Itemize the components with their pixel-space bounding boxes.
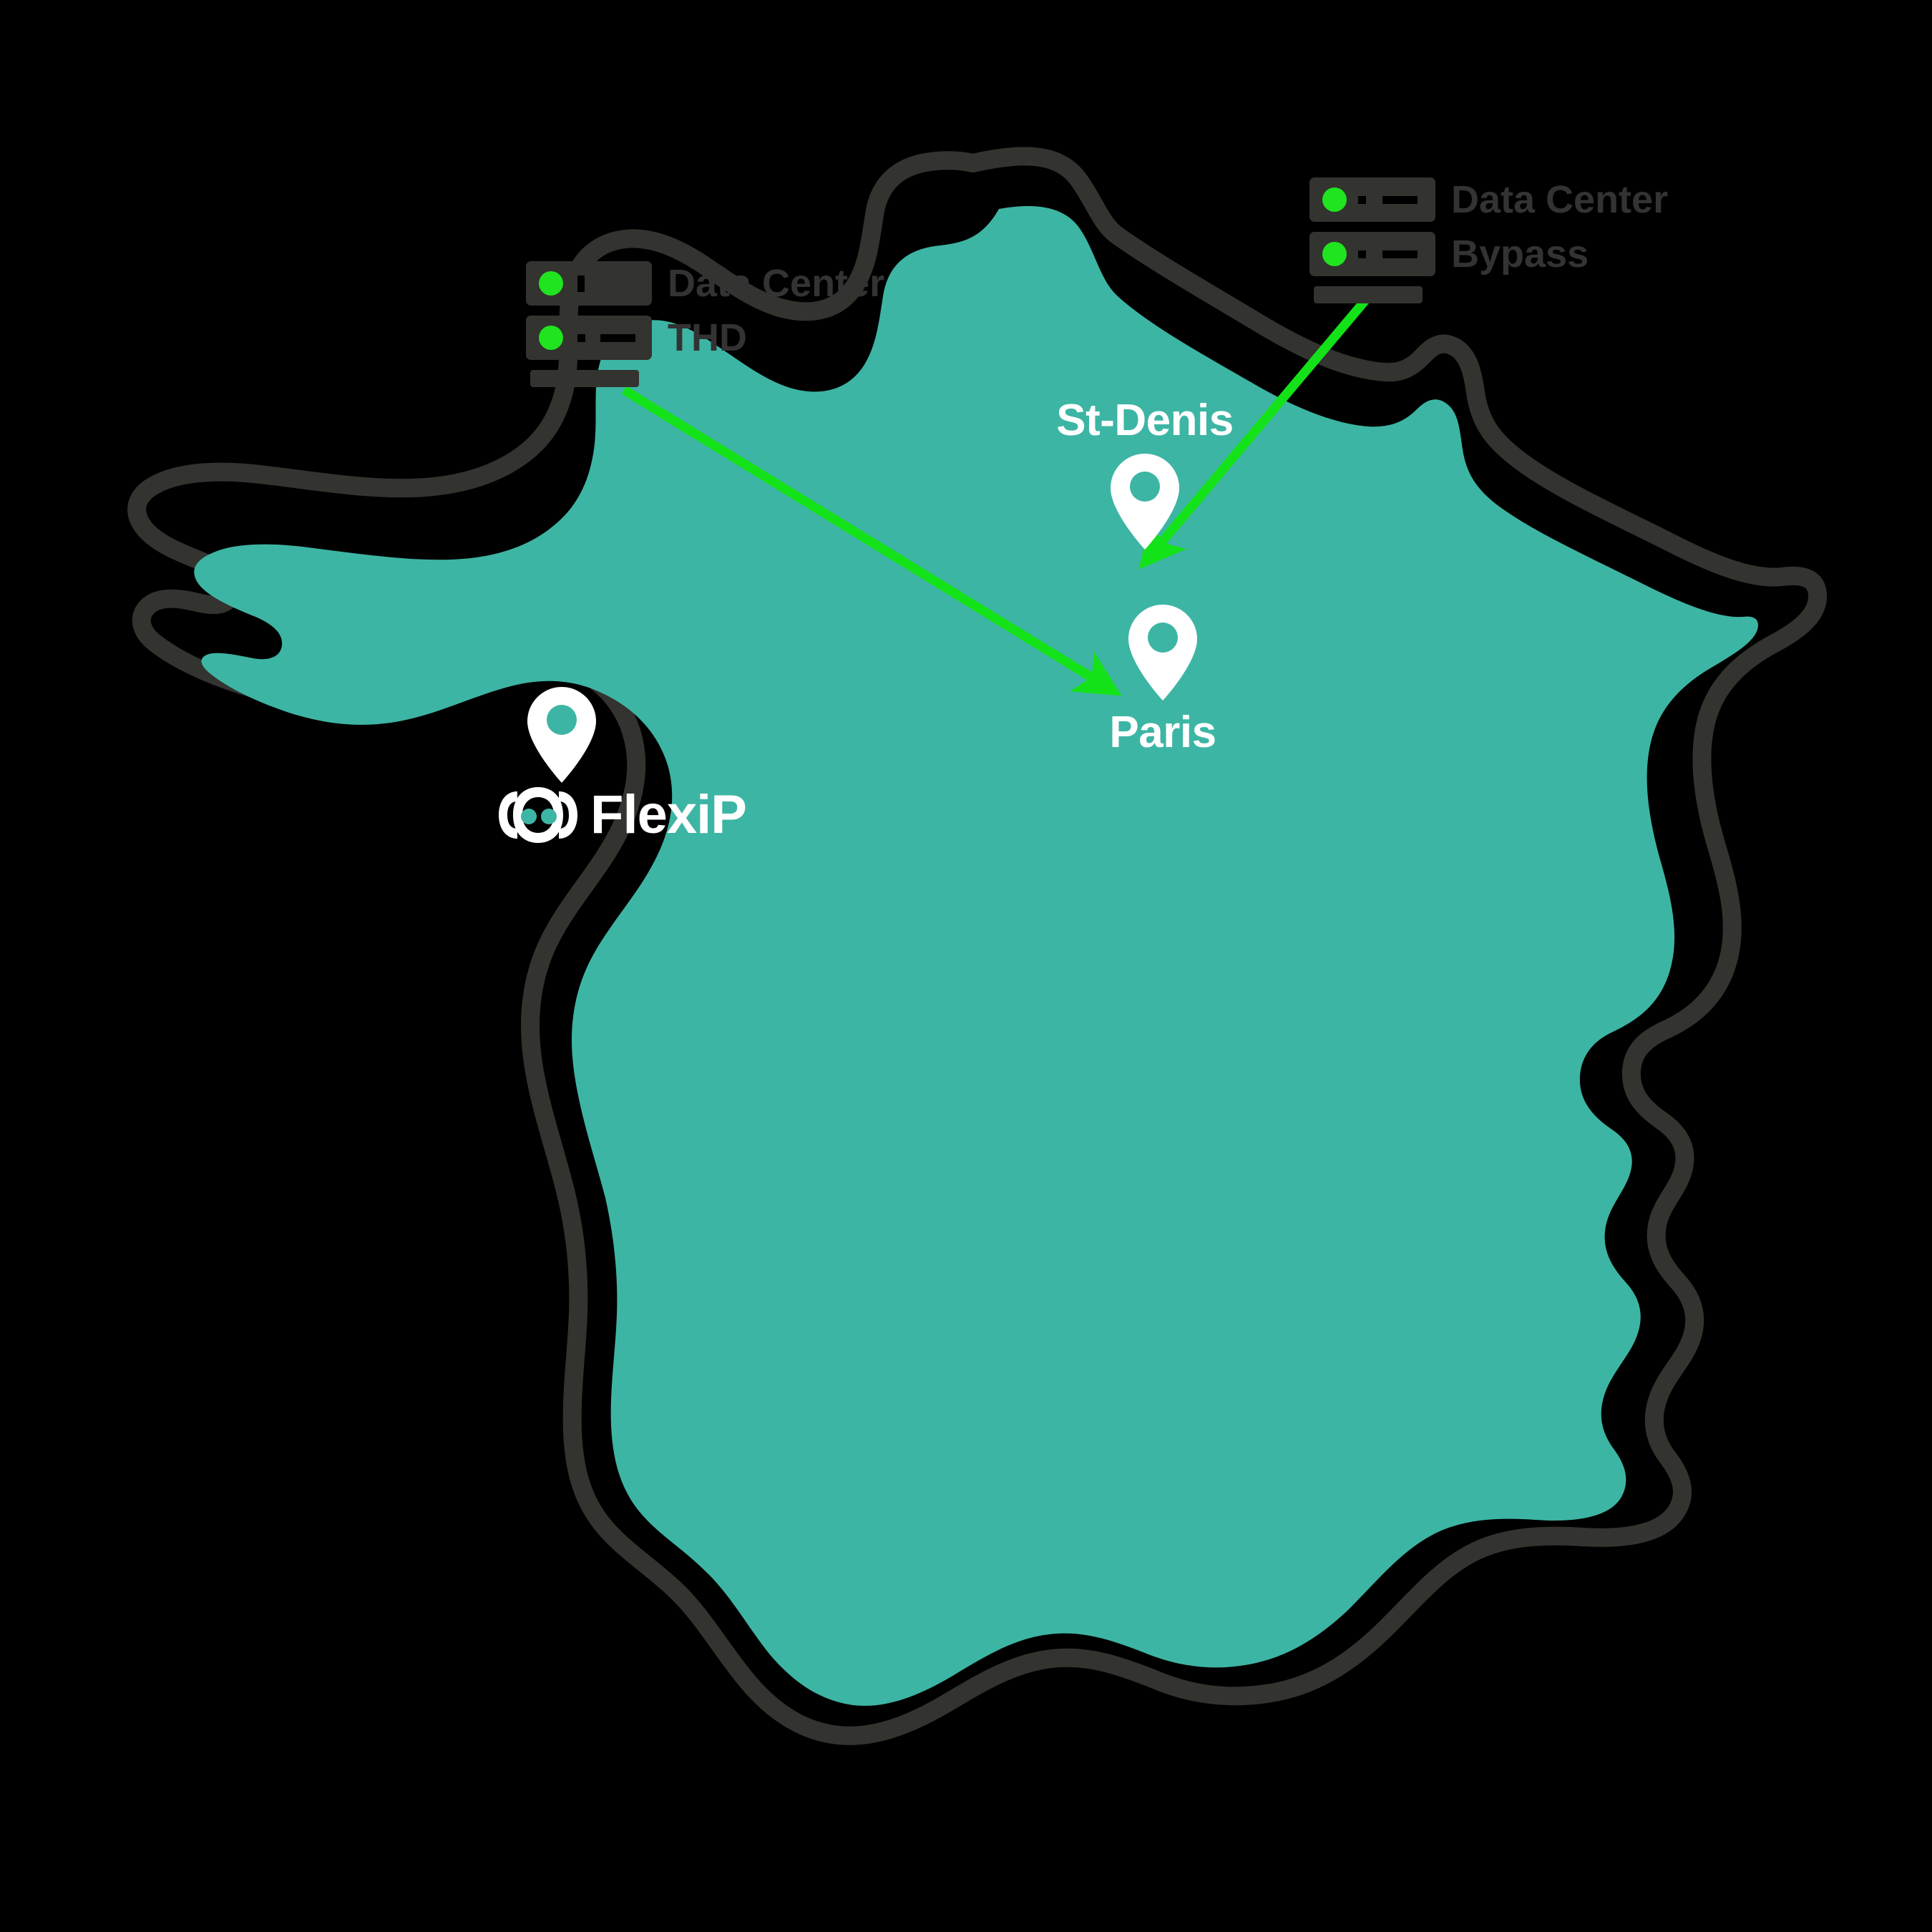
callout-west[interactable]: Data Center THD <box>526 261 884 391</box>
map-pin-icon <box>1128 605 1197 701</box>
rack-row[interactable]: Bypass <box>1309 232 1668 276</box>
map-pin-icon <box>1111 454 1179 550</box>
server-rack-icon <box>526 261 652 306</box>
france-fill-path <box>194 205 1759 1706</box>
arrow-to-paris <box>621 386 1122 696</box>
rack-row-label: Bypass <box>1451 233 1589 275</box>
rack-row-label: THD <box>668 316 747 359</box>
server-rack-icon <box>526 316 652 360</box>
flexip-brand-name: FlexiP <box>590 784 747 845</box>
arrow-to-st-denis <box>1138 293 1372 570</box>
marker-label-st-denis: St-Denis <box>1056 396 1234 445</box>
server-rack-stub-icon <box>530 370 639 387</box>
france-outline-path <box>127 147 1828 1745</box>
rack-row-label: Data Center <box>668 262 885 305</box>
marker-flexip[interactable]: FlexiP <box>472 687 773 843</box>
callout-east[interactable]: Data Center Bypass <box>1309 177 1668 307</box>
flexip-logo-icon <box>499 787 578 843</box>
flexip-brand-lockup[interactable]: FlexiP <box>499 784 747 845</box>
marker-st-denis[interactable]: St-Denis <box>1030 397 1259 550</box>
rack-row[interactable]: Data Center <box>526 261 884 306</box>
rack-row-label: Data Center <box>1451 178 1669 221</box>
rack-row[interactable]: THD <box>526 316 884 360</box>
server-rack-icon <box>1309 232 1435 276</box>
marker-paris[interactable]: Paris <box>1077 605 1249 756</box>
server-rack-icon <box>1309 177 1435 222</box>
server-rack-stub-icon <box>1314 286 1423 303</box>
rack-row[interactable]: Data Center <box>1309 177 1668 222</box>
map-pin-icon <box>527 687 596 783</box>
marker-label-paris: Paris <box>1109 708 1216 757</box>
